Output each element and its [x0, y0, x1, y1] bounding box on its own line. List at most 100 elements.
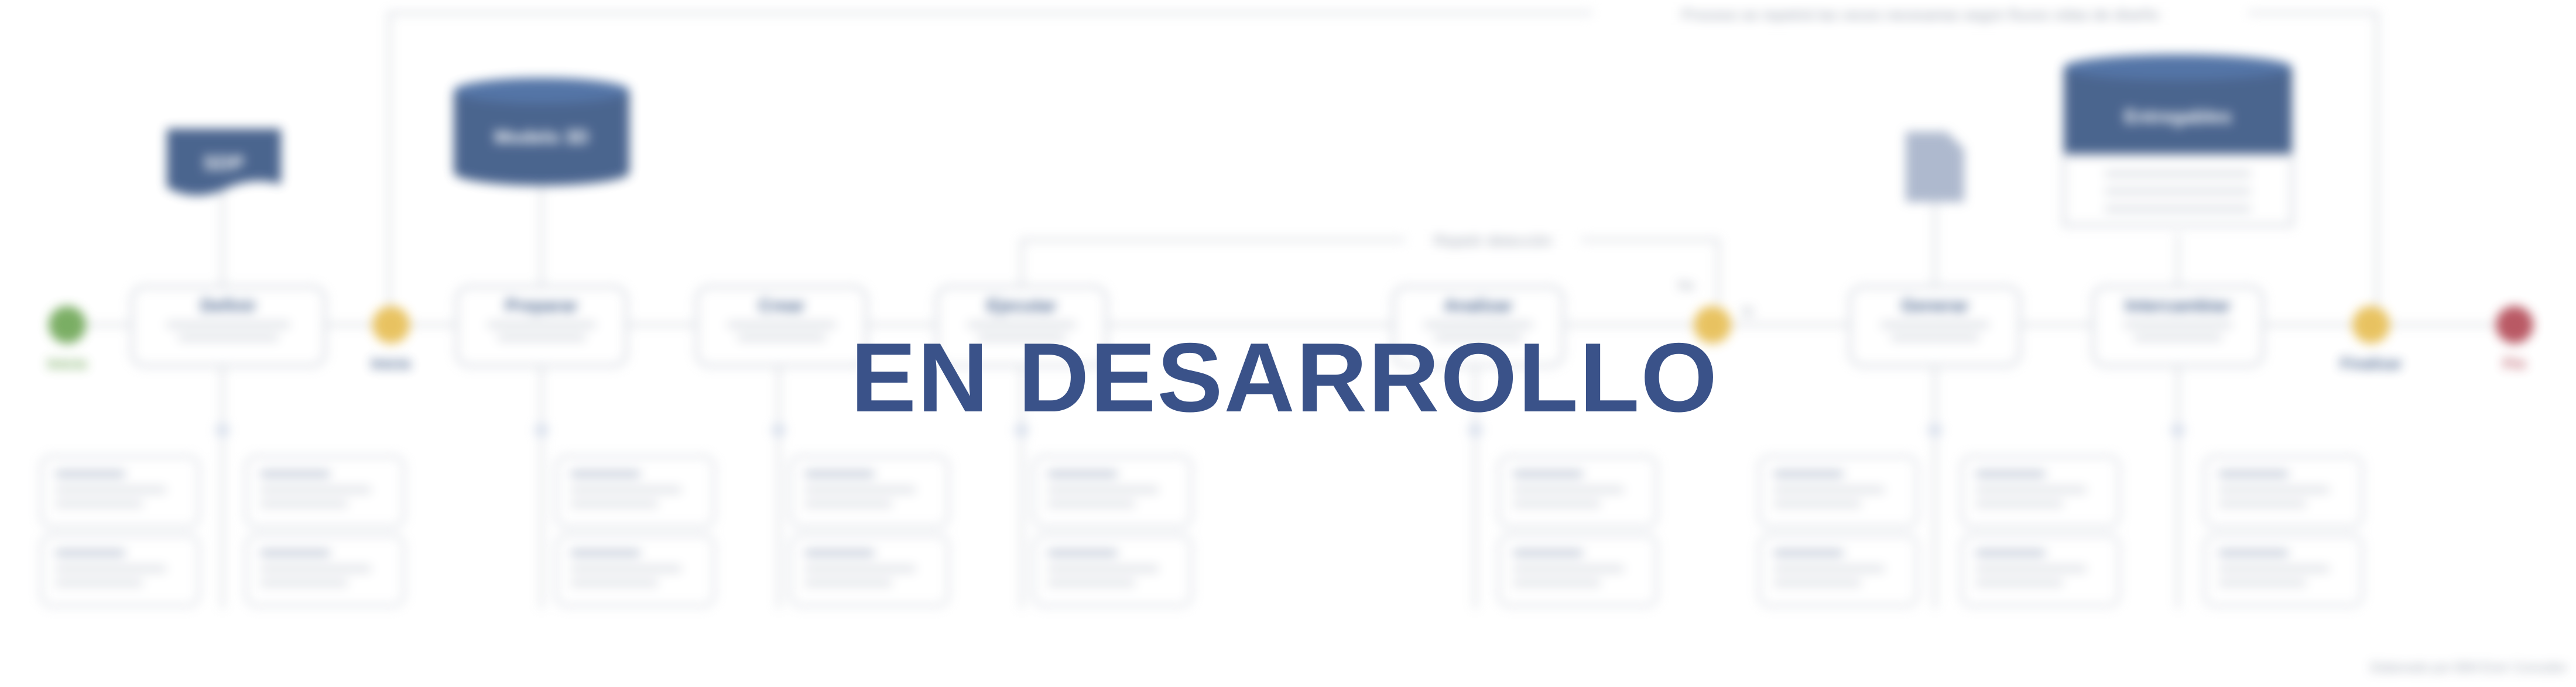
entregables-database: [2064, 67, 2292, 168]
footer-note: Elaborado por BIM Ener Consultor: [2371, 660, 2567, 675]
top-loop-label-bg: [1592, 4, 2248, 23]
task-intercambiar-text-line: [2123, 322, 2232, 328]
task-definir-text-line: [178, 335, 279, 341]
subtask-card-text-line: [1513, 566, 1624, 572]
subtask-card-text-line: [570, 487, 681, 493]
subtask-card-text-line: [804, 487, 916, 493]
subtask-card-title-line: [2218, 549, 2289, 557]
gateway-inicio: [372, 306, 410, 344]
subtask-card-text-line: [570, 501, 658, 507]
task-generar-text-line: [1880, 322, 1989, 328]
subtask-card-title-line: [1975, 470, 2046, 478]
subtask-card-text-line: [55, 566, 166, 572]
end-event: [2496, 306, 2533, 344]
task-ejecutar-text-line: [977, 335, 1066, 341]
subtask-card-text-line: [804, 501, 892, 507]
subtask-card-text-line: [1513, 501, 1601, 507]
sdp-document: [167, 129, 281, 195]
subtask-card-title-line: [804, 470, 875, 478]
subtask-card-title-line: [260, 470, 330, 478]
branch-marker: [533, 422, 550, 438]
subtask-card-text-line: [55, 487, 166, 493]
subtask-card-text-line: [1773, 566, 1885, 572]
task-ejecutar-text-line: [967, 322, 1076, 328]
subtask-card-text-line: [2218, 487, 2330, 493]
task-definir-text-line: [166, 322, 290, 328]
task-preparar-text-line: [487, 322, 596, 328]
task-generar-label: Generar: [1901, 296, 1968, 315]
task-analizar-text-line: [1434, 335, 1523, 341]
branch-marker: [2170, 422, 2186, 438]
subtask-card-text-line: [1975, 580, 2063, 586]
en-desarrollo-watermark: EN DESARROLLO: [0, 319, 2576, 436]
subtask-card-title-line: [1513, 470, 1583, 478]
subtask-card-text-line: [804, 580, 892, 586]
gateway-finalizar-label: Finalizar: [2340, 355, 2402, 372]
subtask-card-title-line: [1975, 549, 2046, 557]
subtask-card-text-line: [55, 580, 143, 586]
subtask-card-text-line: [1513, 487, 1624, 493]
task-analizar-text-line: [1424, 322, 1533, 328]
branch-marker: [1467, 422, 1484, 438]
subtask-card-title-line: [570, 470, 640, 478]
subtask-card-text-line: [1773, 580, 1861, 586]
subtask-card-text-line: [2218, 566, 2330, 572]
subtask-card-title-line: [1047, 470, 1118, 478]
entregables-list-line: [2105, 206, 2251, 212]
task-analizar-label: Analizar: [1444, 296, 1513, 315]
gateway-si-label: Sí: [1742, 304, 1754, 319]
subtask-card-text-line: [1047, 566, 1159, 572]
subtask-card-text-line: [260, 580, 348, 586]
subtask-card-text-line: [260, 566, 371, 572]
task-crear-text-line: [737, 335, 826, 341]
start-event-label: Inicio: [47, 355, 87, 372]
subtask-card-text-line: [1975, 566, 2087, 572]
subtask-card-title-line: [260, 549, 330, 557]
task-crear-text-line: [727, 322, 836, 328]
end-event-label: Fin: [2503, 355, 2526, 372]
entregables-database-top: [2064, 54, 2292, 80]
subtask-card-text-line: [2218, 580, 2306, 586]
subtask-card-title-line: [570, 549, 640, 557]
subtask-card-title-line: [2218, 470, 2289, 478]
branch-marker: [1013, 422, 1030, 438]
subtask-card-text-line: [1047, 580, 1135, 586]
task-crear-label: Crear: [759, 296, 805, 315]
gateway-decision: [1694, 306, 1731, 344]
entregables-database-label: Entregables: [2124, 106, 2231, 127]
subtask-card-title-line: [55, 470, 125, 478]
task-intercambiar-text-line: [2133, 335, 2222, 341]
mid-loop-label-bg: [1405, 231, 1581, 249]
branch-marker: [770, 422, 787, 438]
top-loop-label: Proceso se repetirá las veces necesarias…: [1681, 6, 2159, 23]
branch-marker: [1927, 422, 1943, 438]
mid-loop-line: [1020, 239, 1719, 304]
watermark-text: EN DESARROLLO: [850, 322, 1719, 432]
subtask-card-text-line: [260, 501, 348, 507]
task-definir-label: Definir: [200, 296, 256, 315]
modelo-3d-database: [454, 91, 629, 186]
subtask-card-text-line: [804, 566, 916, 572]
modelo-3d-database-label: Modelo 3D: [494, 126, 589, 147]
subtask-card-text-line: [1975, 501, 2063, 507]
task-preparar-label: Preparar: [505, 296, 578, 315]
subtask-card-text-line: [570, 566, 681, 572]
subtask-card-text-line: [570, 580, 658, 586]
gateway-finalizar: [2352, 306, 2390, 344]
subtask-card-text-line: [1047, 501, 1135, 507]
subtask-card-text-line: [2218, 501, 2306, 507]
start-event: [49, 306, 86, 344]
gateway-inicio-label: Inicio: [371, 355, 411, 372]
mid-loop-label: Repetir detección: [1434, 232, 1552, 249]
subtask-card-text-line: [1773, 501, 1861, 507]
entregables-list-line: [2105, 188, 2251, 194]
file-icon: [1906, 132, 1964, 202]
entregables-list-line: [2105, 171, 2251, 177]
subtask-card-text-line: [1975, 487, 2087, 493]
task-ejecutar-label: Ejecutar: [987, 296, 1057, 315]
task-generar-text-line: [1890, 335, 1979, 341]
subtask-card-text-line: [1773, 487, 1885, 493]
subtask-card-text-line: [1047, 487, 1159, 493]
